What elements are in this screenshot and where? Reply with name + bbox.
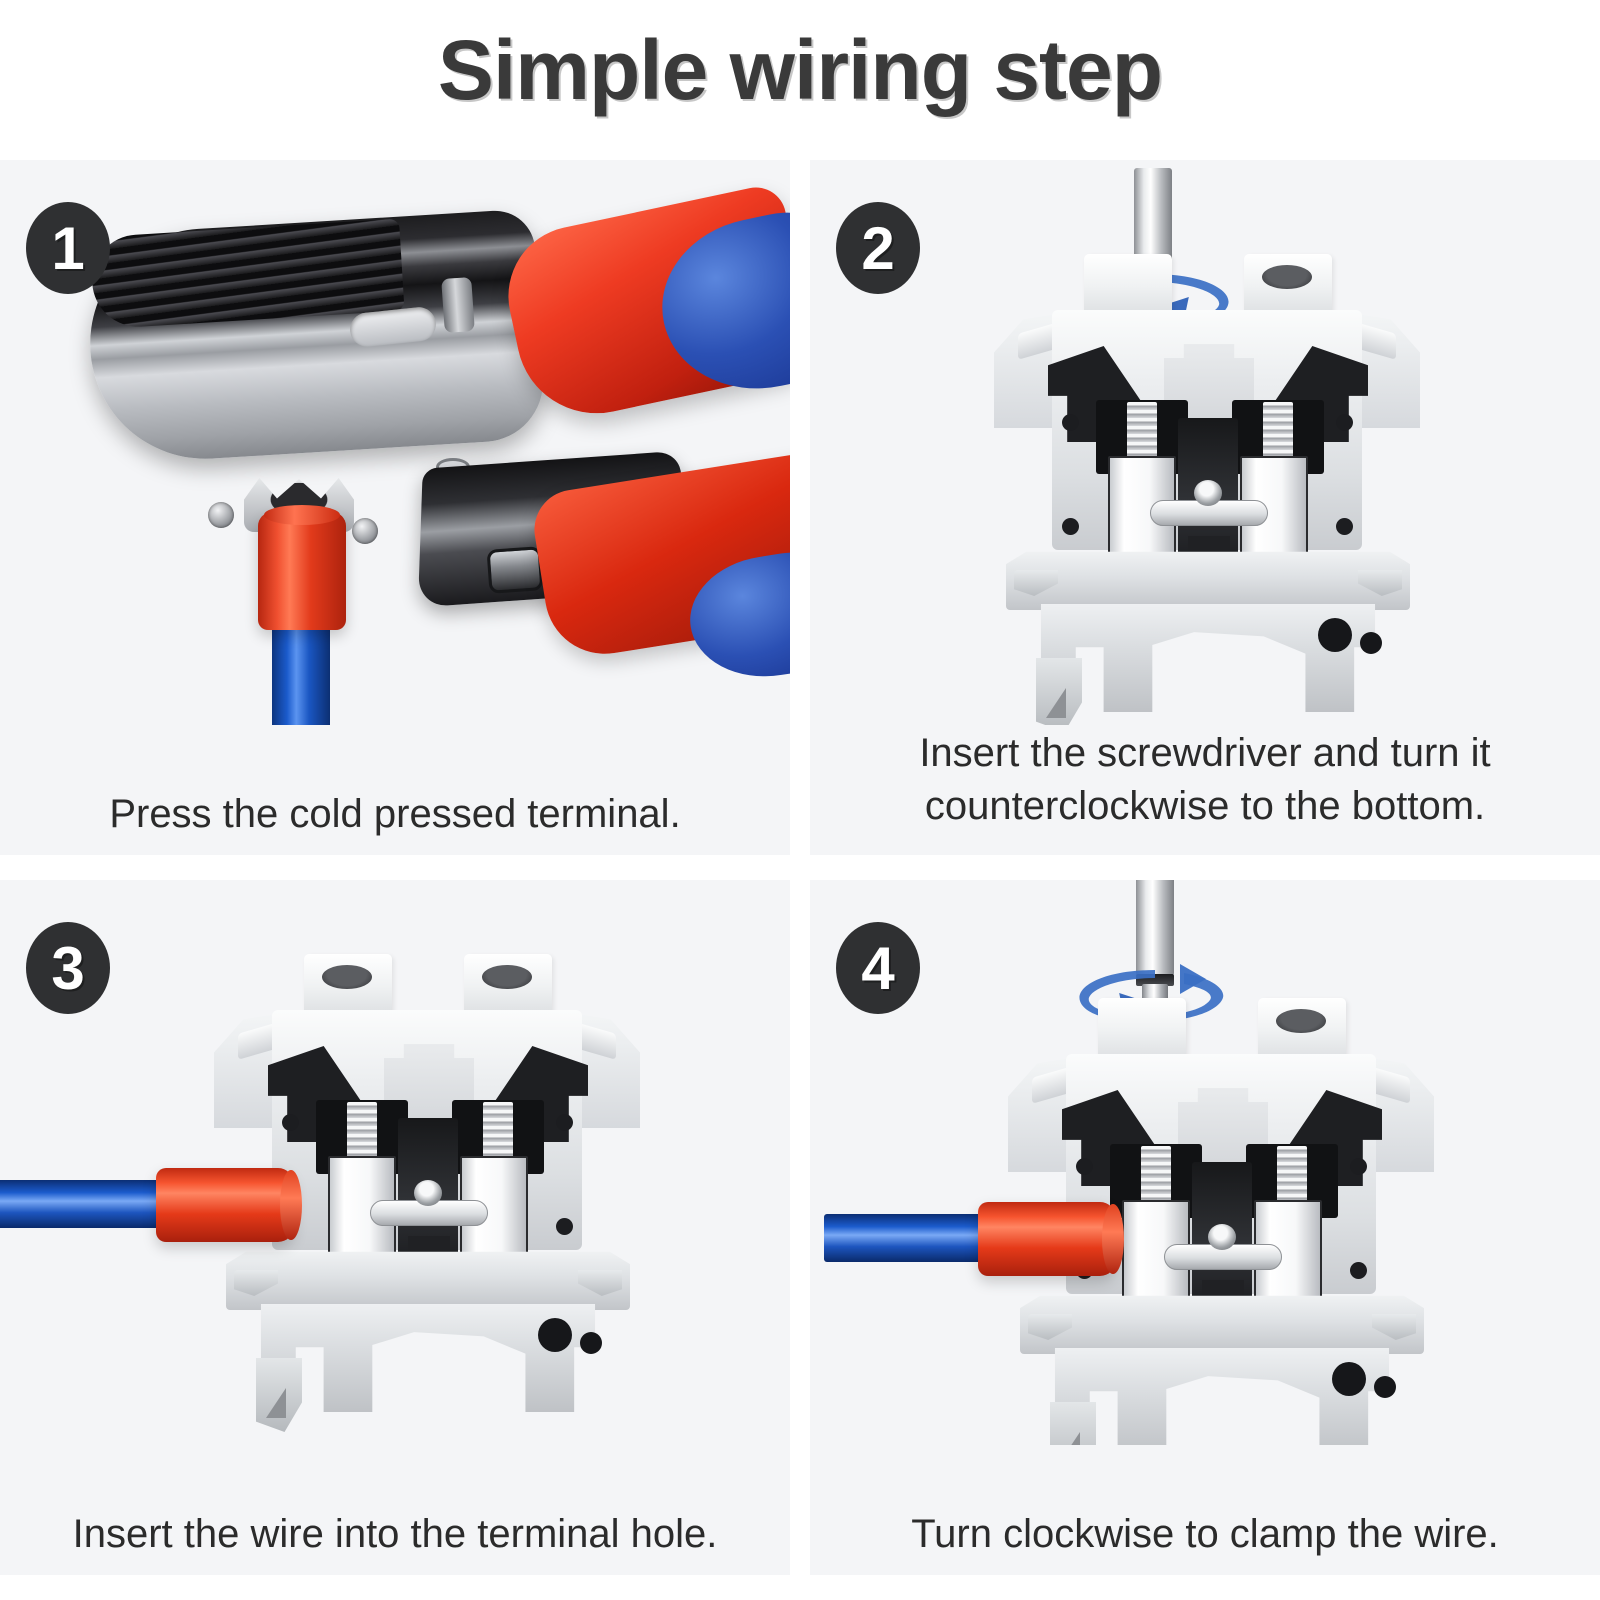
din-rail-hole-large-icon xyxy=(1332,1362,1366,1396)
red-ferrule-icon xyxy=(156,1168,302,1242)
step-badge-3: 3 xyxy=(26,922,110,1014)
page-title: Simple wiring step xyxy=(437,23,1163,117)
terminal-dot-left-icon xyxy=(1062,414,1079,431)
terminal-screw-hole-right-icon xyxy=(1276,1009,1326,1033)
step-1-illustration xyxy=(0,160,790,725)
terminal-dot-right-lower-icon xyxy=(1350,1262,1367,1279)
terminal-screw-hole-right-icon xyxy=(1262,265,1312,289)
din-rail-hole-small-icon xyxy=(1360,632,1382,654)
terminal-screw-hole-right-icon xyxy=(482,965,532,989)
terminal-bridge-screw-icon xyxy=(414,1180,442,1206)
step-caption-2: Insert the screwdriver and turn it count… xyxy=(919,731,1491,829)
terminal-dot-right-icon xyxy=(556,1114,573,1131)
din-rail-hole-small-icon xyxy=(580,1332,602,1354)
din-rail-latch-icon xyxy=(256,1358,302,1432)
step-4-illustration xyxy=(810,880,1600,1445)
terminal-dot-right-lower-icon xyxy=(1336,518,1353,535)
step-panel-3: 3 Insert the wire into the terminal hole… xyxy=(0,880,790,1575)
terminal-dot-right-icon xyxy=(1336,414,1353,431)
terminal-dot-left-lower-icon xyxy=(1062,518,1079,535)
step-badge-1: 1 xyxy=(26,202,110,294)
terminal-base-plate-icon xyxy=(1020,1295,1424,1354)
din-rail-latch-icon xyxy=(1036,658,1082,725)
din-rail-hole-large-icon xyxy=(538,1318,572,1352)
step-badge-2: 2 xyxy=(836,202,920,294)
din-rail-hole-small-icon xyxy=(1374,1376,1396,1398)
din-rail-hole-large-icon xyxy=(1318,618,1352,652)
terminal-block-icon xyxy=(1006,962,1436,1445)
terminal-screw-hole-left-icon xyxy=(322,965,372,989)
terminal-dot-right-lower-icon xyxy=(556,1218,573,1235)
step-panel-1: 1 Press the cold pressed terminal. xyxy=(0,160,790,855)
terminal-dot-right-icon xyxy=(1350,1158,1367,1175)
step-2-illustration xyxy=(810,160,1600,725)
blue-wire-icon xyxy=(272,612,330,725)
step-badge-4: 4 xyxy=(836,922,920,1014)
screwdriver-shaft-upper-icon xyxy=(1136,880,1174,976)
plier-screw-a-icon xyxy=(208,502,234,528)
terminal-dot-left-icon xyxy=(282,1114,299,1131)
plier-screw-b-icon xyxy=(352,518,378,544)
din-rail-latch-icon xyxy=(1050,1402,1096,1445)
terminal-base-plate-icon xyxy=(226,1251,630,1310)
red-ferrule-icon xyxy=(978,1202,1124,1276)
plier-jaw-grooves-icon xyxy=(89,218,405,330)
step-caption-3: Insert the wire into the terminal hole. xyxy=(72,1512,718,1557)
terminal-base-plate-icon xyxy=(1006,551,1410,610)
step-3-illustration xyxy=(0,880,790,1445)
terminal-block-icon xyxy=(212,918,642,1432)
plier-bolt-a-icon xyxy=(486,546,544,594)
step-panel-2: 2 Insert the screwdriver and turn it cou… xyxy=(810,160,1600,855)
step-panel-4: 4 Turn clockwise to clamp the wire. xyxy=(810,880,1600,1575)
terminal-bridge-screw-icon xyxy=(1194,480,1222,506)
blue-wire-icon xyxy=(824,1214,1000,1262)
terminal-dot-left-icon xyxy=(1076,1158,1093,1175)
terminal-block-icon xyxy=(992,218,1422,725)
plier-pivot-pin-icon xyxy=(441,277,475,333)
step-caption-1: Press the cold pressed terminal. xyxy=(109,792,681,837)
blue-wire-icon xyxy=(0,1180,176,1228)
step-caption-4: Turn clockwise to clamp the wire. xyxy=(911,1512,1499,1557)
steps-grid: 1 Press the cold pressed terminal. xyxy=(0,160,1600,1575)
red-ferrule-icon xyxy=(258,505,346,630)
crimping-tool-scene xyxy=(0,160,790,725)
terminal-bridge-screw-icon xyxy=(1208,1224,1236,1250)
